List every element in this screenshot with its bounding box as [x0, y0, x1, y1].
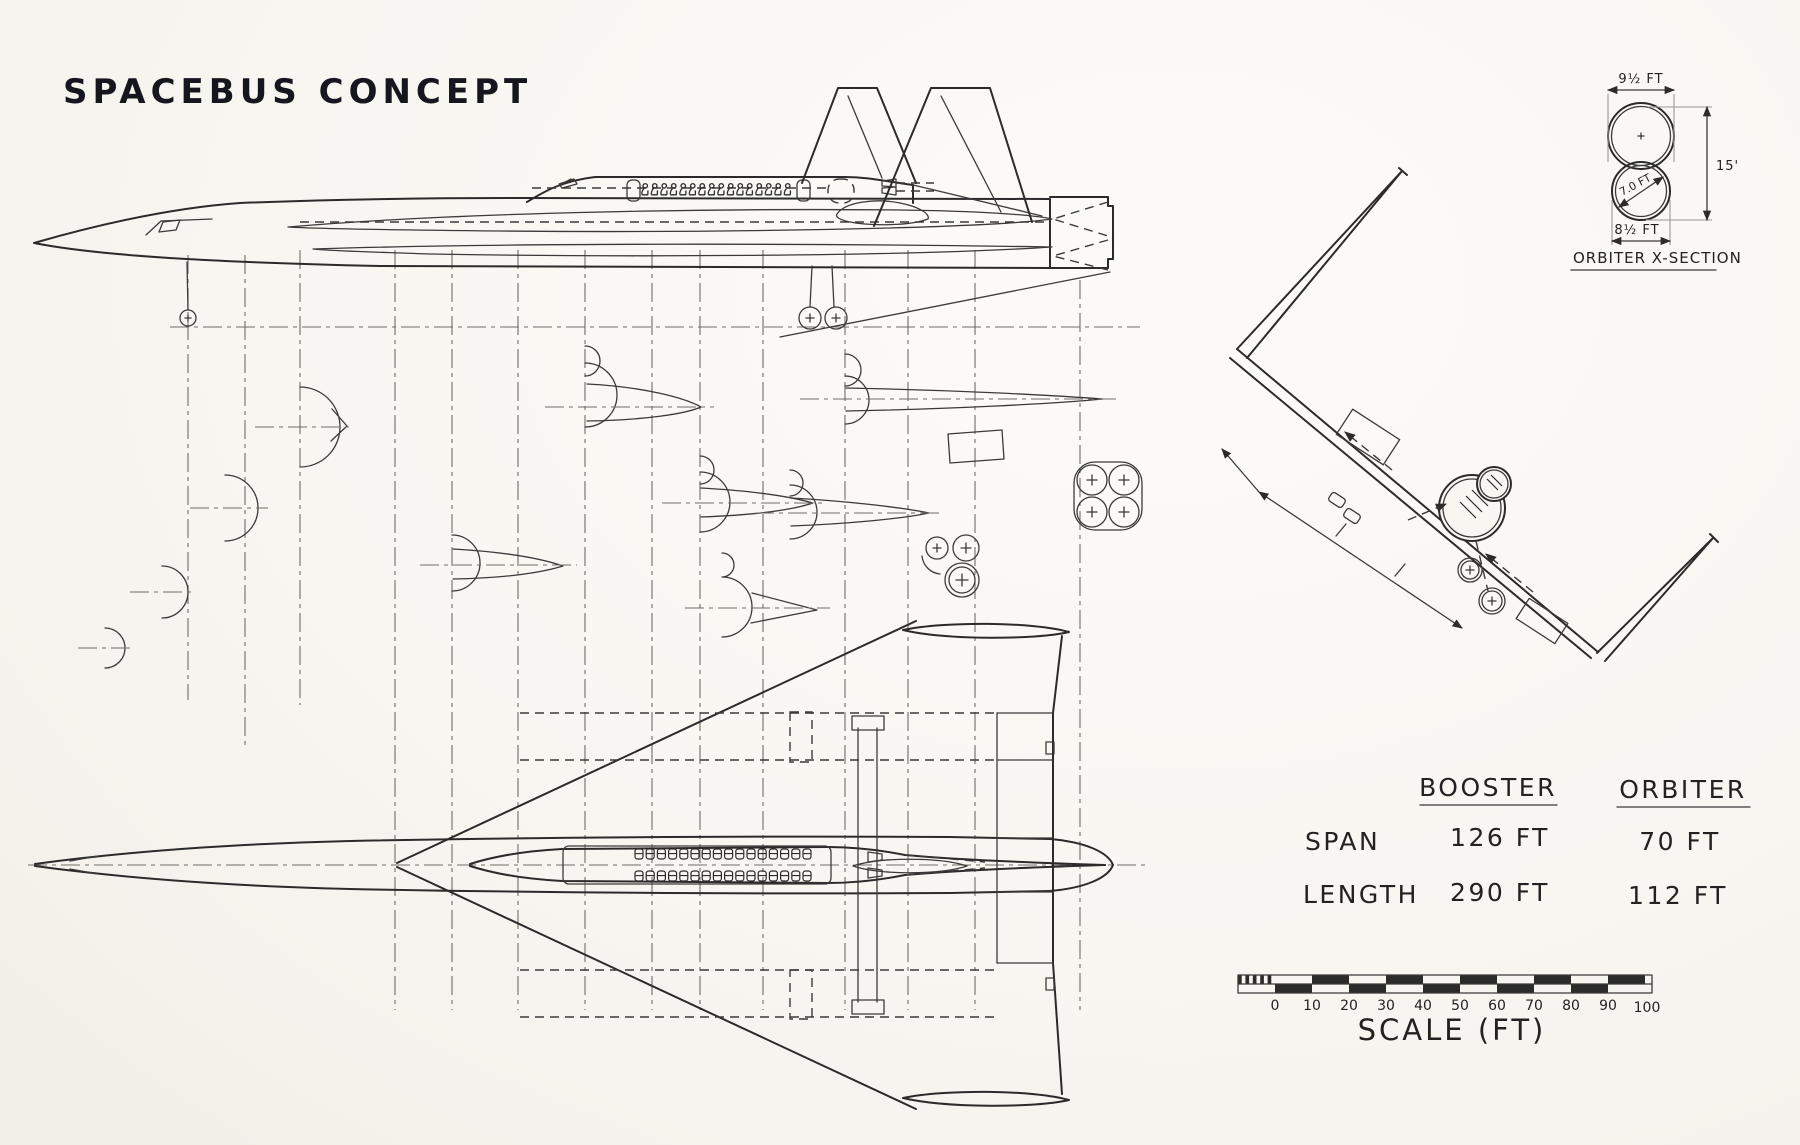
wing-root-lower: [312, 243, 1053, 257]
orbiter-plan-lower-edge: [469, 864, 1106, 884]
station-lines: [28, 250, 1148, 1010]
wing-leading-edge-upper: [396, 620, 917, 864]
orbiter-cabin-plan: [562, 845, 832, 885]
booster-engine-block: [1049, 196, 1114, 269]
xsection-dim-height: 15': [1716, 159, 1739, 174]
xsection-caption: ORBITER X-SECTION: [1573, 249, 1742, 267]
orbiter-nozzles: [881, 178, 897, 196]
orbiter-door-front: [626, 179, 641, 202]
aft-pod-section: [947, 429, 1005, 464]
table-header-booster: BOOSTER: [1419, 773, 1557, 802]
aft-belly-line: [779, 271, 1111, 338]
table-span-booster: 126 FT: [1450, 823, 1550, 852]
orbiter-passenger-seats-side: [641, 182, 792, 196]
trailing-edge-elevons: [996, 712, 1055, 991]
orbiter-plan-upper-edge: [469, 846, 1106, 866]
xsection-dim-top: 9½ FT: [1618, 72, 1663, 87]
scale-tick-0: 0: [1271, 998, 1280, 1014]
orbiter-fin-root-lens: [852, 858, 968, 874]
scale-tick-90: 90: [1599, 998, 1617, 1014]
nacelle-pod-left: [1335, 408, 1401, 466]
booster-nozzle-cones: [1050, 201, 1109, 271]
orbiter-body-circle: [1476, 466, 1512, 502]
table-length-orbiter: 112 FT: [1628, 881, 1728, 910]
scale-tick-10: 10: [1303, 998, 1321, 1014]
table-span-orbiter: 70 FT: [1639, 827, 1720, 856]
wingtip-fin-right: [1596, 533, 1719, 662]
orbiter-fin: [801, 87, 917, 184]
scale-bar-label: SCALE (FT): [1358, 1013, 1547, 1047]
wing-leading-edge-lower: [396, 866, 917, 1110]
scale-tick-30: 30: [1377, 998, 1395, 1014]
nacelle-pod-right: [1515, 597, 1569, 645]
scale-tick-80: 80: [1562, 998, 1580, 1014]
aft-fairing: [835, 200, 929, 226]
table-row-length-label: LENGTH: [1303, 880, 1419, 909]
booster-cockpit-window: [158, 219, 181, 233]
booster-fin: [873, 87, 1033, 227]
scale-bar: 0 10 20 30 40 50 60 70 80 90 100 SCALE (…: [1237, 974, 1661, 1047]
wing-root-upper: [287, 208, 1053, 233]
plan-nose-detail: [69, 855, 99, 875]
scale-tick-100: 100: [1634, 1000, 1661, 1016]
scale-bar-fine-zone: [1238, 975, 1272, 984]
booster-plan-tail: [1049, 838, 1114, 892]
scale-tick-50: 50: [1451, 998, 1469, 1014]
page-title: SPACEBUS CONCEPT: [63, 72, 532, 112]
internal-structure-dashed: [520, 711, 997, 1020]
orbiter-engine-bay-dashed: [827, 178, 855, 204]
booster-canopy: [145, 218, 213, 236]
xsection-dim-bottom: 8½ FT: [1614, 223, 1659, 238]
wingtip-fin-lower: [902, 1090, 1070, 1107]
booster-fuselage-side: [33, 197, 1051, 269]
scale-tick-70: 70: [1525, 998, 1543, 1014]
scale-tick-20: 20: [1340, 998, 1358, 1014]
gear-wheels-section: [921, 534, 980, 598]
station-cross-sections: [78, 345, 1143, 669]
plan-view-booster-orbiter: [34, 620, 1114, 1110]
scale-tick-60: 60: [1488, 998, 1506, 1014]
scale-tick-40: 40: [1414, 998, 1432, 1014]
wingtip-fin-upper: [902, 622, 1070, 639]
orbiter-plan-nozzles: [867, 851, 883, 879]
table-length-booster: 290 FT: [1450, 878, 1550, 907]
scale-bar-ticks: 0 10 20 30 40 50 60 70 80 90 100: [1271, 998, 1661, 1016]
booster-plan-lower-edge: [34, 865, 1051, 895]
booster-plan-upper-edge: [34, 835, 1051, 865]
xsection-dim-diameter: 7.0 FT: [1617, 171, 1653, 198]
wing-front-upper-line: [1236, 348, 1599, 653]
wingtip-fin-left: [1236, 167, 1408, 359]
front-view-rotated: [1221, 167, 1719, 662]
table-row-span-label: SPAN: [1305, 827, 1380, 856]
side-view-booster-orbiter: [33, 87, 1114, 338]
dimensions-table: BOOSTER ORBITER SPAN 126 FT 70 FT LENGTH…: [1303, 773, 1751, 910]
landing-gear-side: [179, 261, 848, 330]
engine-nozzle-cluster-section: [1073, 461, 1143, 531]
orbiter-windshield: [555, 178, 578, 189]
table-header-orbiter: ORBITER: [1619, 775, 1747, 804]
scale-bar-segments: [1275, 975, 1645, 993]
wing-front-lower-line: [1229, 357, 1592, 659]
orbiter-cross-section-detail: 9½ FT 15' 7.0 FT 8½ FT ORBITER X-SECTION: [1570, 72, 1742, 271]
front-view-dimensions: [1221, 448, 1463, 629]
orbiter-boattail: [912, 184, 1043, 217]
